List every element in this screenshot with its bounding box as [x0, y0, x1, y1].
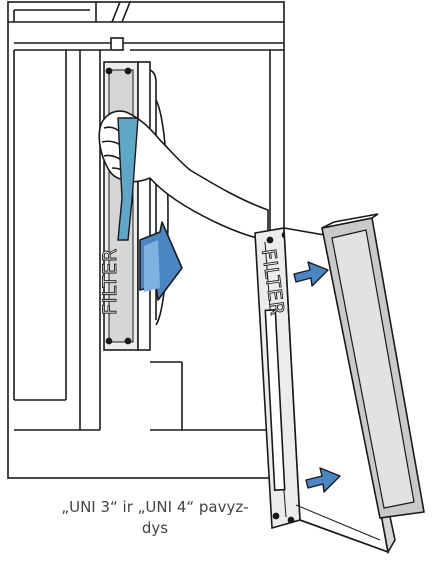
pull-strap-icon — [117, 117, 139, 241]
slide-out-arrow-icon — [139, 221, 183, 301]
filter-cartridge — [321, 213, 425, 519]
caption-text: „UNI 3“ ir „UNI 4“ pavyz- dys — [61, 498, 249, 537]
figure-caption: „UNI 3“ ir „UNI 4“ pavyz- dys — [60, 497, 250, 539]
insert-arrow-icon — [293, 261, 341, 493]
filter-label-installed: FILTER — [99, 248, 121, 315]
hand-icon — [98, 110, 269, 241]
